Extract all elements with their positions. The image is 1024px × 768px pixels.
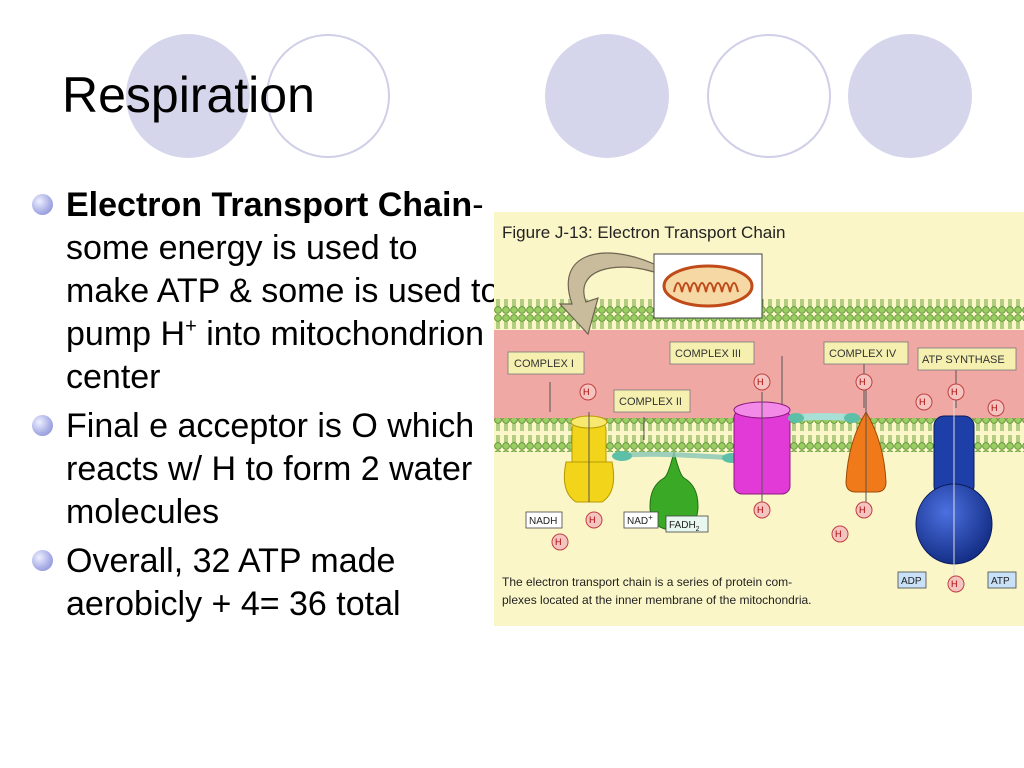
fadh-box xyxy=(665,515,709,533)
decor-circle xyxy=(126,34,250,158)
proton-label: H xyxy=(991,403,998,413)
proton-icon: H xyxy=(551,533,569,551)
atp-label: ATP xyxy=(991,576,1010,587)
bullet-item: Overall, 32 ATP made aerobicly + 4= 36 t… xyxy=(30,540,500,626)
bullet-list: Electron Transport Chain- some energy is… xyxy=(30,184,500,632)
atp-box xyxy=(987,571,1017,589)
proton-icon: H xyxy=(579,383,597,401)
decor-circle xyxy=(545,34,669,158)
adp-label: ADP xyxy=(901,576,922,587)
proton-label: H xyxy=(951,387,958,397)
proton-label: H xyxy=(555,537,562,547)
bullet-text: Overall, 32 ATP made aerobicly + 4= 36 t… xyxy=(66,542,401,623)
fadh-label: FADH2 xyxy=(669,520,700,533)
decor-ring xyxy=(707,34,831,158)
proton-label: H xyxy=(835,529,842,539)
complex-iv-label: COMPLEX IV xyxy=(829,348,897,360)
adp-box xyxy=(897,571,927,589)
superscript-plus: + xyxy=(185,315,197,338)
proton-icon: H xyxy=(585,511,603,529)
proton-label: H xyxy=(757,505,764,515)
bullet-icon xyxy=(32,550,53,571)
bullet-bold-term: Electron Transport Chain xyxy=(66,186,473,224)
proton-label: H xyxy=(859,505,866,515)
complex-i-label: COMPLEX I xyxy=(514,358,574,370)
ubiquinone-icon xyxy=(612,451,632,461)
proton-label: H xyxy=(583,387,590,397)
nad-superscript: + xyxy=(648,513,653,522)
nadh-label: NADH xyxy=(529,516,557,527)
zoom-arrow-icon xyxy=(558,252,655,336)
complex-iii-label: COMPLEX III xyxy=(675,348,741,360)
figure-caption-line-1: The electron transport chain is a series… xyxy=(502,575,792,589)
decor-circle xyxy=(848,34,972,158)
bullet-icon xyxy=(32,194,53,215)
proton-label: H xyxy=(951,579,958,589)
proton-label: H xyxy=(757,377,764,387)
proton-icon: H xyxy=(855,373,873,391)
proton-icon: H xyxy=(947,383,965,401)
proton-icon: H xyxy=(947,575,965,593)
proton-icon: H xyxy=(915,393,933,411)
complex-i-label-box xyxy=(507,351,585,375)
proton-icon: H xyxy=(855,501,873,519)
proton-label: H xyxy=(859,377,866,387)
bullet-item: Electron Transport Chain- some energy is… xyxy=(30,184,500,399)
complex-ii-label: COMPLEX II xyxy=(619,396,682,408)
nadh-box xyxy=(525,511,563,529)
fadh-text: FADH xyxy=(669,520,696,531)
bullet-icon xyxy=(32,415,53,436)
etc-figure: Figure J-13: Electron Transport Chain CO… xyxy=(494,212,1024,626)
cristae xyxy=(673,282,739,293)
cytochrome-c-icon xyxy=(844,413,860,423)
slide-title: Respiration xyxy=(62,67,315,123)
proton-label: H xyxy=(919,397,926,407)
proton-icon: H xyxy=(831,525,849,543)
atp-synthase-label-box xyxy=(917,347,1017,371)
nad-label: NAD+ xyxy=(627,513,653,527)
figure-caption-line-2: plexes located at the inner membrane of … xyxy=(502,593,812,607)
complex-ii-label-box xyxy=(613,389,691,413)
proton-icon: H xyxy=(753,373,771,391)
bullet-text-end: into mitochondrion center xyxy=(66,315,485,396)
decor-ring xyxy=(266,34,390,158)
atp-synthase-label: ATP SYNTHASE xyxy=(922,354,1005,366)
proton-label: H xyxy=(589,515,596,525)
bullet-item: Final e acceptor is O which reacts w/ H … xyxy=(30,405,500,534)
figure-title: Figure J-13: Electron Transport Chain xyxy=(502,223,785,242)
proton-icon: H xyxy=(753,501,771,519)
nad-text: NAD xyxy=(627,516,648,527)
nad-box xyxy=(623,511,659,529)
bullet-text: - some energy is used to make ATP & some… xyxy=(66,186,500,353)
complex-iv-label-box xyxy=(823,341,909,365)
cytochrome-c-icon xyxy=(788,413,804,423)
complex-iii-label-box xyxy=(669,341,755,365)
bullet-text: Final e acceptor is O which reacts w/ H … xyxy=(66,407,475,531)
proton-icons: H H H H H H H H H H H H xyxy=(551,373,1005,593)
fadh-subscript: 2 xyxy=(696,526,700,533)
proton-icon: H xyxy=(987,399,1005,417)
